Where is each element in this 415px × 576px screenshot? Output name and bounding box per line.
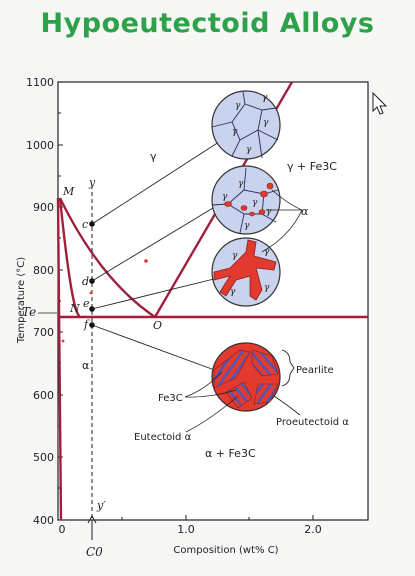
grain-label: γ xyxy=(252,198,258,208)
x-ticks xyxy=(121,515,314,520)
microstructure-gamma-alpha-nuclei: γ γ γ γ γ xyxy=(211,165,281,235)
plot-frame xyxy=(57,81,369,521)
eutectoid-alpha-pointer xyxy=(185,395,239,433)
label-c: c xyxy=(82,218,88,231)
grain-label: γ xyxy=(232,127,238,137)
pearlite-label: Pearlite xyxy=(296,365,334,376)
label-N: N xyxy=(69,302,80,315)
microstructure-gamma: γ γ γ γ γ xyxy=(211,90,281,160)
c0-arrow-icon xyxy=(87,514,97,524)
grain-label: γ xyxy=(264,283,270,293)
label-M: M xyxy=(62,185,75,198)
leader-e xyxy=(91,277,219,310)
y-tick-label: 600 xyxy=(33,389,54,402)
microstructure-gamma-alpha-growth: γ γ γ γ xyxy=(211,237,281,307)
region-alpha-fe3c: α + Fe3C xyxy=(205,447,256,460)
label-y-prime: y′ xyxy=(96,499,106,512)
y-tick-label: 1000 xyxy=(26,139,54,152)
grain-label: γ xyxy=(230,287,236,297)
fe3c-label: Fe3C xyxy=(158,393,183,404)
label-c0: C0 xyxy=(86,545,103,559)
eutectoid-alpha-label: Eutectoid α xyxy=(134,432,192,443)
fe3c-pointers xyxy=(184,371,237,398)
label-O: O xyxy=(153,319,162,332)
te-label: Te xyxy=(22,305,36,319)
grain-label: γ xyxy=(232,251,238,261)
label-y: y xyxy=(88,176,96,189)
alpha-gamma-line-left xyxy=(58,197,81,318)
proeutectoid-alpha-pointer xyxy=(273,395,301,416)
label-e: e xyxy=(83,297,90,310)
leader-lines xyxy=(91,139,223,373)
grain-label: γ xyxy=(262,93,268,103)
y-tick-label: 800 xyxy=(33,264,54,277)
y-tick-label: 1100 xyxy=(26,76,54,89)
alpha-solvus-line xyxy=(56,197,63,521)
x-tick-label: 0 xyxy=(59,523,66,536)
grain-label: γ xyxy=(263,118,269,128)
y-tick-label: 500 xyxy=(33,451,54,464)
alpha-pointer-label: α xyxy=(301,205,309,218)
page-title: Hypoeutectoid Alloys xyxy=(40,8,375,39)
pearlite-bracket xyxy=(281,349,295,387)
y-tick-label: 400 xyxy=(33,514,54,527)
grain-label: γ xyxy=(246,145,252,155)
x-tick-label: 1.0 xyxy=(177,523,195,536)
grain-label: γ xyxy=(238,179,244,189)
x-tick-label: 2.0 xyxy=(304,523,322,536)
region-gamma-fe3c: γ + Fe3C xyxy=(287,160,337,173)
y-tick-label: 900 xyxy=(33,201,54,214)
grain-label: γ xyxy=(235,101,241,111)
alpha-pointers xyxy=(261,189,303,253)
region-alpha: α xyxy=(82,359,89,372)
region-gamma: γ xyxy=(150,150,157,163)
cursor-icon xyxy=(372,91,388,115)
grain-label: γ xyxy=(222,192,228,202)
grain-label: γ xyxy=(264,247,270,257)
proeutectoid-alpha-label: Proeutectoid α xyxy=(276,417,349,428)
label-d: d xyxy=(82,275,89,288)
y-tick-label: 700 xyxy=(33,326,54,339)
x-axis-label: Composition (wt% C) xyxy=(173,545,278,556)
leader-d xyxy=(91,204,219,282)
annotation-marks xyxy=(61,259,148,343)
leader-c xyxy=(91,139,223,225)
label-f: f xyxy=(83,318,90,331)
a3-line xyxy=(58,197,156,318)
grain-label: γ xyxy=(266,207,272,217)
leader-f xyxy=(91,324,221,373)
y-axis-label: Temperature (°C) xyxy=(16,257,27,344)
grain-label: γ xyxy=(244,221,250,231)
microstructure-pearlite xyxy=(211,342,281,412)
